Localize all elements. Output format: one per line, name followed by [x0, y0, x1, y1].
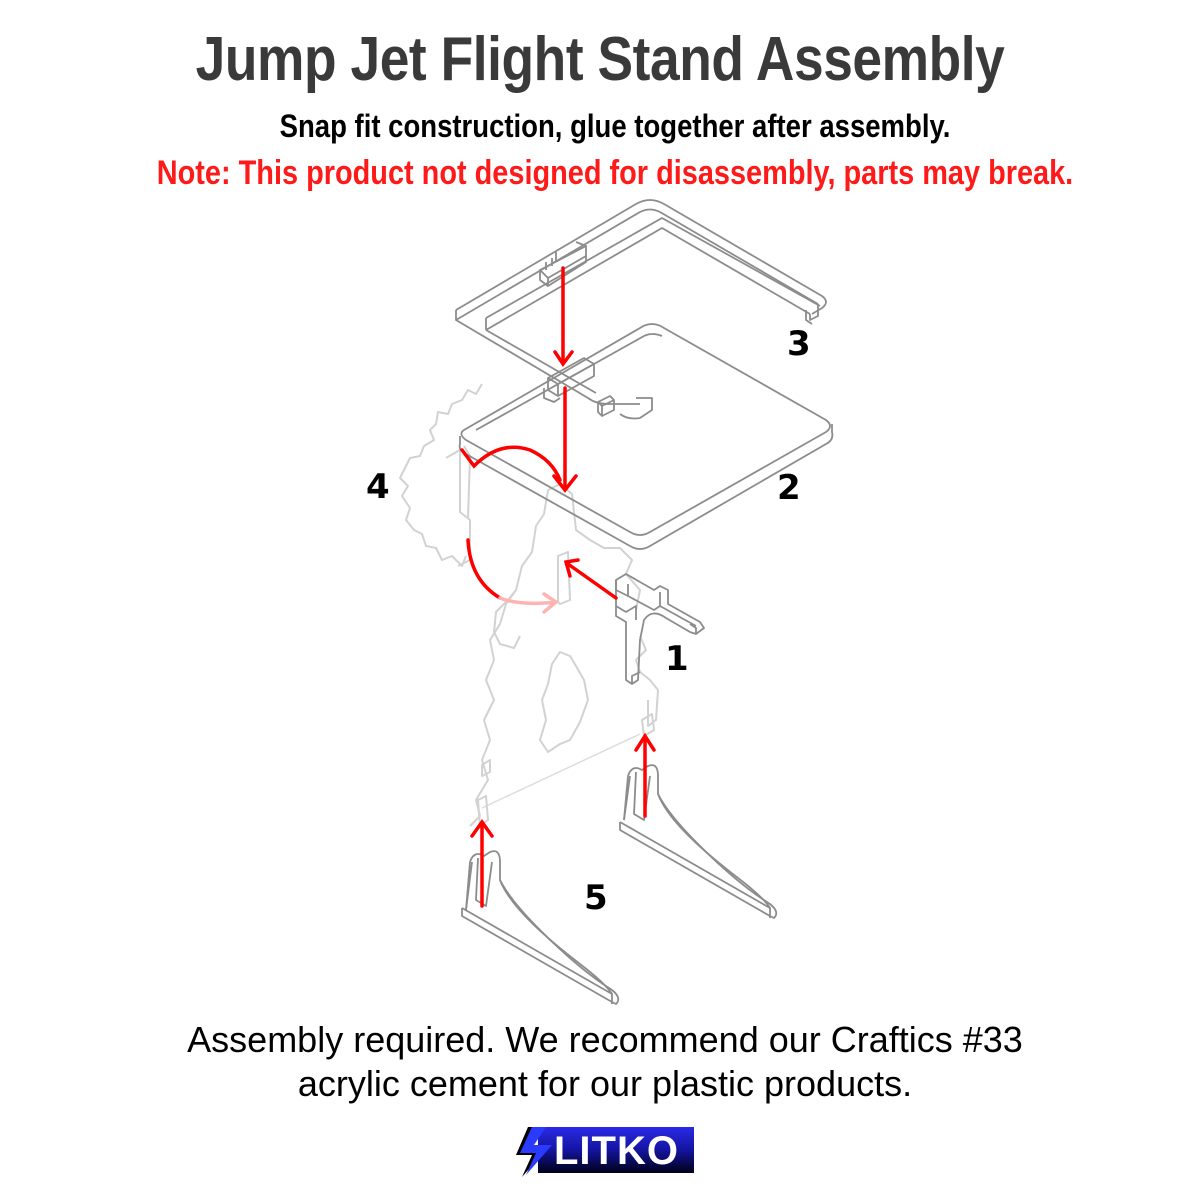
part-label-1: 1	[665, 639, 689, 679]
lightning-bolt-icon	[516, 1127, 552, 1177]
part-2-base-plate	[458, 323, 834, 550]
part-label-5: 5	[584, 878, 608, 918]
assembly-arrows	[460, 266, 656, 908]
footer-line-1: Assembly required. We recommend our Craf…	[187, 1019, 1023, 1060]
part-3-upper-frame	[455, 199, 827, 420]
litko-logo: LITKO	[510, 1125, 694, 1177]
part-label-2: 2	[777, 468, 801, 508]
part-label-3: 3	[787, 324, 811, 364]
arrow-curve-4-top	[460, 445, 562, 482]
part-label-4: 4	[366, 467, 390, 507]
subtitle: Snap fit construction, glue together aft…	[279, 108, 951, 144]
page-title: Jump Jet Flight Stand Assembly	[195, 25, 1005, 94]
arrow-1-to-plate	[566, 562, 618, 600]
part-4-side-panel	[399, 383, 659, 827]
faded-arrow	[498, 592, 559, 614]
part-5-foot-right	[619, 764, 778, 919]
logo-text: LITKO	[554, 1129, 679, 1173]
arrow-curve-4-bottom	[466, 538, 502, 600]
part-5-foot-left	[461, 850, 620, 1005]
logo-background	[538, 1127, 694, 1173]
warning-note: Note: This product not designed for disa…	[156, 154, 1074, 192]
footer-line-2: acrylic cement for our plastic products.	[297, 1063, 913, 1104]
part-1-bracket	[615, 573, 705, 685]
arrow-head-icon	[553, 350, 574, 368]
